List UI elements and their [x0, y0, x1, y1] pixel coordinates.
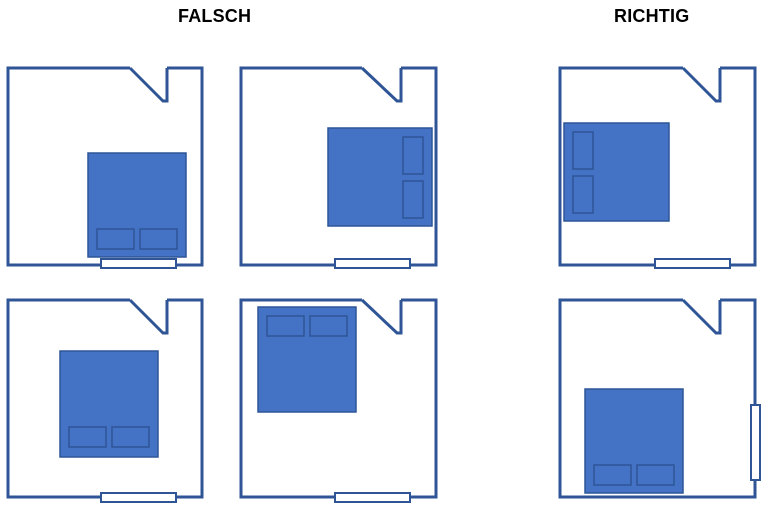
room-walls [558, 298, 757, 499]
room-wrong-4 [239, 298, 438, 503]
door-swing [128, 298, 169, 335]
heading-richtig: RICHTIG [614, 6, 690, 26]
pillow [68, 426, 107, 448]
door-swing [681, 298, 722, 335]
door-swing [681, 66, 722, 103]
pillow [139, 228, 178, 250]
window [750, 404, 761, 481]
pillow [266, 315, 305, 337]
window [654, 258, 731, 269]
window [100, 492, 177, 503]
pillow [111, 426, 150, 448]
door-swing [360, 66, 403, 103]
window [334, 492, 411, 503]
door-swing [128, 66, 169, 103]
pillow [636, 464, 675, 486]
pillow [572, 175, 594, 214]
room-right-2 [558, 298, 761, 499]
heading-falsch: FALSCH [178, 6, 252, 26]
room-right-1 [558, 66, 757, 269]
room-wrong-3 [6, 298, 204, 503]
window [334, 258, 411, 269]
room-wrong-1 [6, 66, 204, 269]
pillow [572, 131, 594, 170]
pillow [96, 228, 135, 250]
room-wrong-2 [239, 66, 438, 269]
pillow [402, 136, 424, 175]
pillow [593, 464, 632, 486]
pillow [309, 315, 348, 337]
pillow [402, 180, 424, 219]
window [100, 258, 177, 269]
door-swing [360, 298, 403, 335]
